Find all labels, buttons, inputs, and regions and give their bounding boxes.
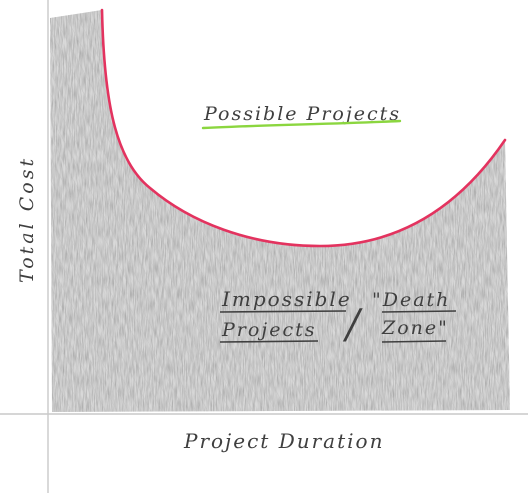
projects-label: Projects <box>221 319 316 341</box>
impossible-label: Impossible <box>221 287 352 311</box>
x-axis-label: Project Duration <box>183 429 384 453</box>
y-axis-label: Total Cost <box>16 156 38 283</box>
zone-underline <box>381 340 447 343</box>
cost-duration-curve <box>100 8 507 248</box>
impossible-region-hatching <box>50 10 510 412</box>
zone-label: Zone" <box>381 317 449 339</box>
possible-projects-underline <box>201 119 402 130</box>
separator-slash: / <box>342 302 363 348</box>
projects-underline <box>219 340 319 343</box>
death-underline <box>381 310 457 313</box>
death-label: "Death <box>372 289 450 311</box>
impossible-underline <box>219 310 347 313</box>
possible-projects-label: Possible Projects <box>203 103 401 125</box>
